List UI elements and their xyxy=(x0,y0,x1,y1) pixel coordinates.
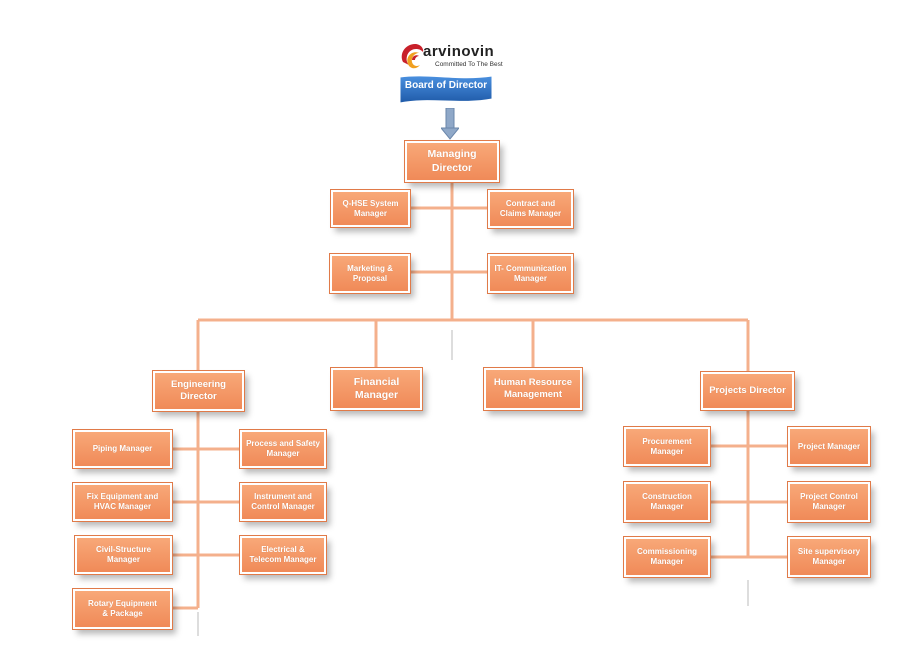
brand-name: arvinovin xyxy=(423,43,495,60)
node-human-resource-management: Human Resource Management xyxy=(483,367,583,411)
node-electrical-telecom-manager: Electrical & Telecom Manager xyxy=(239,535,327,575)
node-contract-claims-manager: Contract and Claims Manager xyxy=(487,189,574,229)
node-civil-structure-manager: Civil-Structure Manager xyxy=(74,535,173,575)
company-logo: arvinovin Committed To The Best xyxy=(393,38,523,104)
node-piping-manager: Piping Manager xyxy=(72,429,173,469)
node-site-supervisory-manager: Site supervisory Manager xyxy=(787,536,871,578)
node-projects-director: Projects Director xyxy=(700,371,795,411)
node-construction-manager: Construction Manager xyxy=(623,481,711,523)
node-commissioning-manager: Commissioning Manager xyxy=(623,536,711,578)
node-qhse-system-manager: Q-HSE System Manager xyxy=(330,189,411,228)
board-banner-shape xyxy=(399,75,493,104)
arvinovin-logo-icon xyxy=(401,44,424,69)
node-fix-equipment-hvac-manager: Fix Equipment and HVAC Manager xyxy=(72,482,173,522)
node-procurement-manager: Procurement Manager xyxy=(623,426,711,467)
node-project-control-manager: Project Control Manager xyxy=(787,481,871,523)
node-managing-director: Managing Director xyxy=(404,140,500,183)
board-of-director-label: Board of Director xyxy=(404,80,488,91)
brand-tagline: Committed To The Best xyxy=(435,61,503,68)
node-project-manager: Project Manager xyxy=(787,426,871,467)
node-engineering-director: Engineering Director xyxy=(152,370,245,412)
node-financial-manager: Financial Manager xyxy=(330,367,423,411)
node-process-safety-manager: Process and Safety Manager xyxy=(239,429,327,469)
node-marketing-proposal: Marketing & Proposal xyxy=(329,253,411,294)
node-instrument-control-manager: Instrument and Control Manager xyxy=(239,482,327,522)
down-arrow-icon xyxy=(441,108,459,140)
node-it-communication-manager: IT- Communication Manager xyxy=(487,253,574,294)
node-rotary-equipment-package: Rotary Equipment & Package xyxy=(72,588,173,630)
